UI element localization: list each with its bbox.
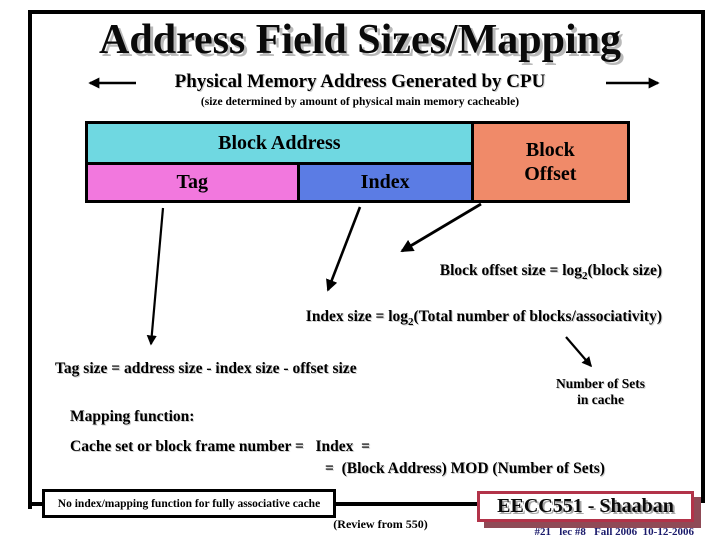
page-title: Address Field Sizes/Mapping xyxy=(99,17,621,63)
offset-eq-prefix: Block offset size = log xyxy=(439,262,583,279)
number-of-sets-note-line2: in cache xyxy=(577,392,624,407)
index-label: Index xyxy=(360,171,410,194)
index-eq-suffix: (Total number of blocks/associativity) xyxy=(413,308,662,325)
course-stamp-text: EECC551 - Shaaban xyxy=(497,495,674,517)
number-of-sets-note-line1: Number of Sets xyxy=(556,376,645,391)
tag-cell: Tag xyxy=(88,165,300,200)
block-address-label: Block Address xyxy=(218,131,341,154)
index-cell: Index xyxy=(299,165,471,200)
fully-associative-note-text: No index/mapping function for fully asso… xyxy=(57,497,321,510)
index-eq-prefix: Index size = log xyxy=(305,308,409,325)
block-offset-label-line1: Block xyxy=(525,139,575,161)
mapping-function-line1: Cache set or block frame number = Index … xyxy=(70,438,370,455)
slide-frame-top xyxy=(28,10,705,14)
slide-frame-left xyxy=(28,10,32,509)
tag-label: Tag xyxy=(176,171,209,194)
course-stamp-box: EECC551 - Shaaban xyxy=(477,491,694,522)
subtitle-note: (size determined by amount of physical m… xyxy=(200,96,520,108)
tag-arrow-icon xyxy=(146,207,165,346)
tag-size-equation: Tag size = address size - index size - o… xyxy=(55,360,357,377)
subtitle: Physical Memory Address Generated by CPU xyxy=(174,71,546,92)
mapping-function-line2: = (Block Address) MOD (Number of Sets) xyxy=(325,460,605,477)
fully-associative-note-box: No index/mapping function for fully asso… xyxy=(42,489,336,518)
mapping-function-heading: Mapping function: xyxy=(70,408,195,425)
review-note: (Review from 550) xyxy=(333,517,428,531)
block-address-column: Block Address Tag Index xyxy=(88,124,474,200)
address-field-diagram: Block Address Tag Index Block Offset xyxy=(85,121,630,203)
offset-eq-subscript: 2 xyxy=(582,270,588,283)
offset-eq-suffix: (block size) xyxy=(587,262,662,279)
index-arrow-icon xyxy=(326,206,362,292)
block-offset-arrow-icon xyxy=(400,202,482,253)
number-of-sets-arrow-icon xyxy=(565,336,592,368)
number-of-sets-note: Number of Sets in cache xyxy=(538,376,663,408)
slide-frame-right xyxy=(701,10,705,503)
index-size-equation: Index size = log2(Total number of blocks… xyxy=(306,308,662,331)
slide-frame-stub xyxy=(688,499,705,503)
block-offset-cell: Block Offset xyxy=(473,124,627,200)
block-offset-size-equation: Block offset size = log2(block size) xyxy=(440,262,662,285)
index-eq-subscript: 2 xyxy=(408,316,414,329)
block-offset-label-line2: Offset xyxy=(524,163,577,185)
block-address-cell: Block Address xyxy=(88,124,471,166)
tag-index-row: Tag Index xyxy=(88,165,471,200)
lecture-info: #21 lec #8 Fall 2006 10-12-2006 xyxy=(534,526,694,538)
